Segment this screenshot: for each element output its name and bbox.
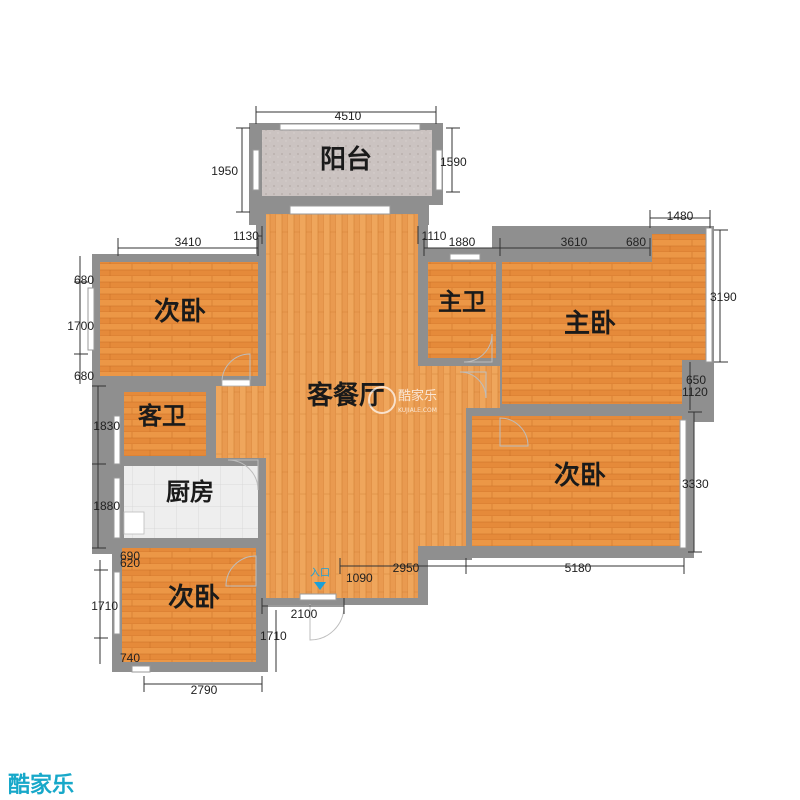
dim-left-740: 740: [120, 651, 140, 665]
watermark-name: 酷家乐: [398, 388, 437, 404]
doors: [123, 333, 529, 641]
guest-bath-floor: [124, 392, 206, 456]
dim-left-620: 620: [120, 556, 140, 570]
master-bath-floor: [428, 262, 496, 358]
dim-balcony-left: 1950: [211, 164, 238, 178]
master-bedroom-floor: [502, 234, 706, 404]
dim-bottom-2100: 2100: [291, 607, 318, 621]
dim-right-1120: 1120: [682, 385, 708, 399]
dim-top-680: 680: [626, 235, 646, 249]
bedroom-e-floor: [472, 416, 682, 546]
dim-bottom-5180: 5180: [565, 561, 592, 575]
kitchen-floor: [124, 466, 258, 538]
room-label-master-bedroom: 主卧: [564, 309, 616, 339]
entrance-arrow-icon: [314, 582, 326, 590]
dim-left-1830: 1830: [93, 419, 120, 433]
dim-top-1130: 1130: [233, 229, 259, 243]
dim-top-1880: 1880: [449, 235, 476, 249]
dim-top-1110: 1110: [422, 229, 447, 243]
room-label-bedroom-nw: 次卧: [154, 297, 206, 327]
corridor-floor: [216, 386, 266, 458]
room-label-master-bath: 主卫: [438, 288, 486, 316]
dim-left-680a: 680: [74, 273, 94, 287]
watermark-logo-icon: [368, 386, 396, 414]
dim-left-1880: 1880: [93, 499, 120, 513]
dim-bottom-2790: 2790: [191, 683, 218, 697]
dim-right-3190: 3190: [710, 290, 737, 304]
living-floor-ext: [418, 406, 466, 546]
dim-balcony-right: 1590: [440, 155, 467, 169]
dim-top-1480: 1480: [667, 209, 694, 223]
dim-top-3610: 3610: [561, 235, 588, 249]
room-label-balcony: 阳台: [320, 144, 372, 175]
dim-left-1710: 1710: [91, 599, 118, 613]
windows: [87, 123, 713, 673]
room-label-bedroom-sw: 次卧: [168, 583, 220, 613]
room-label-guest-bath: 客卫: [138, 402, 186, 430]
room-label-kitchen: 厨房: [166, 478, 214, 506]
dim-bottom-1710: 1710: [260, 629, 287, 643]
balcony-floor: [262, 130, 432, 196]
bedroom-sw-floor: [122, 548, 256, 662]
dim-right-650: 650: [686, 373, 706, 387]
dim-top-3410: 3410: [175, 235, 202, 249]
brand-logo: 酷家乐: [8, 772, 74, 798]
dim-bottom-2950: 2950: [393, 561, 420, 575]
dim-right-3330: 3330: [682, 477, 709, 491]
room-label-bedroom-e: 次卧: [554, 461, 606, 491]
dim-balcony-width: 4510: [335, 109, 362, 123]
room-label-living-dining: 客餐厅: [307, 380, 385, 411]
dim-left-1700: 1700: [67, 319, 94, 333]
dim-left-690: 690: [120, 549, 140, 563]
dim-left-680b: 680: [74, 369, 94, 383]
dimension-lines: [74, 106, 728, 692]
watermark-url: KUJIALE.COM: [398, 407, 437, 414]
entrance-label: 入口: [310, 568, 330, 579]
dim-bottom-1090: 1090: [346, 571, 373, 585]
bedroom-nw-floor: [100, 262, 258, 376]
